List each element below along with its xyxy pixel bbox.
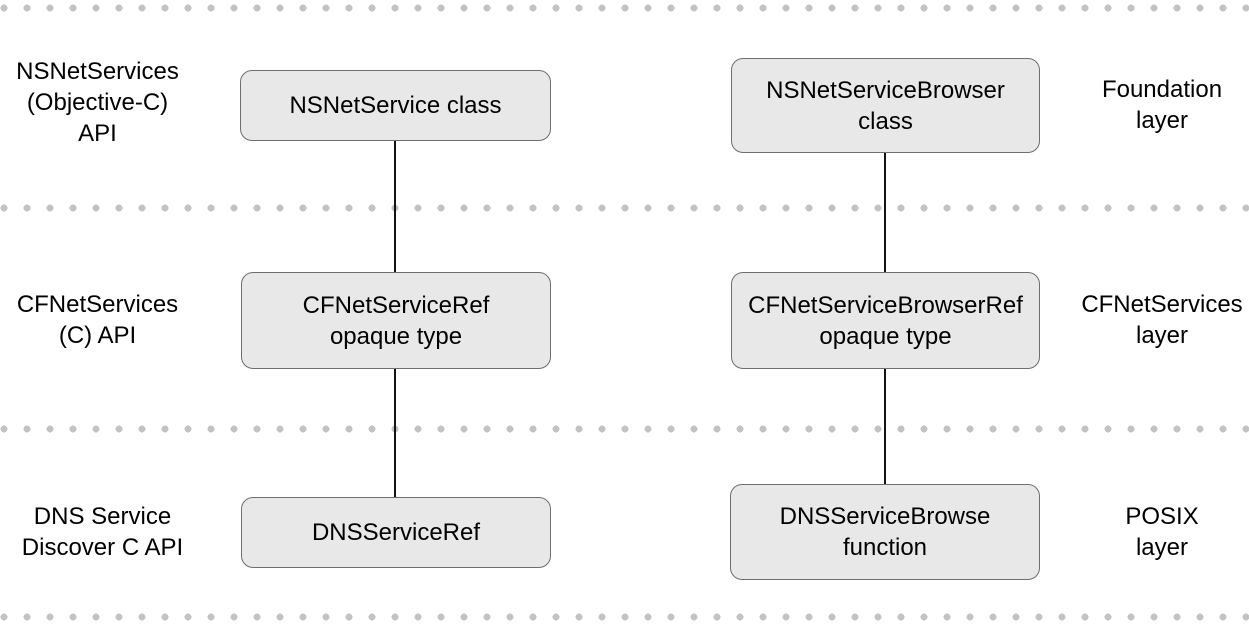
box-nsnetservicebrowser-class: NSNetServiceBrowser class bbox=[731, 58, 1040, 153]
right-label-posix-layer: POSIX layer bbox=[1125, 503, 1199, 561]
layer-separator-cfnetservices bbox=[0, 425, 1249, 433]
layer-separator-foundation bbox=[0, 204, 1249, 212]
connector-nsnetservicebrowser-to-cfnetservicebrowserref bbox=[884, 151, 886, 273]
box-nsnetservice-class: NSNetService class bbox=[240, 70, 551, 141]
left-label-nsnetservices-api: NSNetServices (Objective-C) API bbox=[16, 58, 179, 147]
box-dnsservicebrowse-function: DNSServiceBrowse function bbox=[730, 484, 1040, 580]
left-label-dns-service-discover-api: DNS Service Discover C API bbox=[21, 503, 184, 561]
connector-nsnetservice-to-cfnetserviceref bbox=[394, 140, 396, 273]
box-dnsserviceref: DNSServiceRef bbox=[241, 497, 551, 568]
layer-separator-bottom bbox=[0, 613, 1249, 621]
box-cfnetserviceref: CFNetServiceRef opaque type bbox=[241, 272, 551, 369]
connector-cfnetservicebrowserref-to-dnsservicebrowse bbox=[884, 368, 886, 485]
left-label-cfnetservices-api: CFNetServices (C) API bbox=[16, 291, 179, 349]
connector-cfnetserviceref-to-dnsserviceref bbox=[394, 368, 396, 498]
layer-separator-top bbox=[0, 4, 1249, 12]
box-cfnetservicebrowserref: CFNetServiceBrowserRef opaque type bbox=[731, 272, 1040, 369]
right-label-cfnetservices-layer: CFNetServices layer bbox=[1081, 291, 1243, 349]
right-label-foundation-layer: Foundation layer bbox=[1101, 76, 1223, 134]
